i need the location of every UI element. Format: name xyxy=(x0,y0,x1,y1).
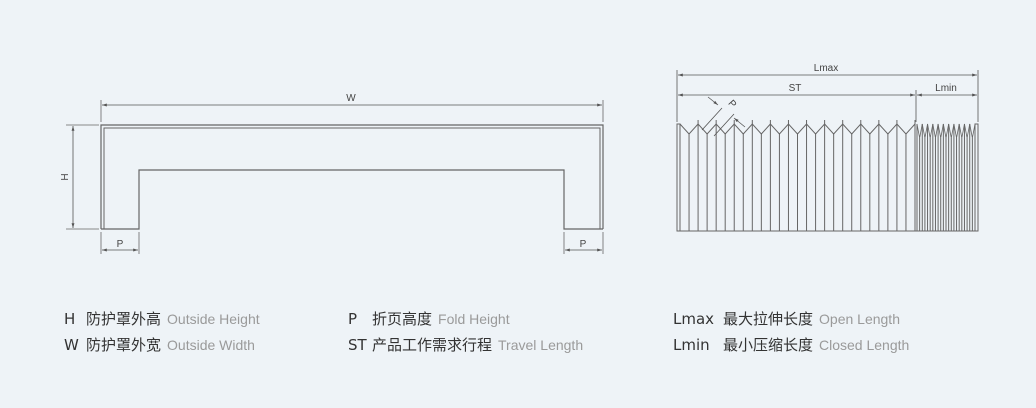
legend-en: Fold Height xyxy=(438,311,510,327)
legend-row-st: ST 产品工作需求行程 Travel Length xyxy=(348,332,583,358)
p-left-label: P xyxy=(117,239,124,250)
cross-section-diagram xyxy=(66,100,604,254)
compressed-pleat-profile xyxy=(916,123,976,139)
lmax-label: Lmax xyxy=(814,63,838,74)
legend-symbol: H xyxy=(64,310,76,328)
outer-profile xyxy=(100,124,604,229)
legend-en: Outside Height xyxy=(167,311,260,327)
p-diag-arrow-b xyxy=(733,117,746,128)
legend-en: Open Length xyxy=(819,311,900,327)
legend-symbol: P xyxy=(348,310,358,328)
legend-cn: 最大拉伸长度 xyxy=(723,310,814,328)
legend-row-w: W 防护罩外宽 Outside Width xyxy=(64,332,260,358)
inner-step xyxy=(101,169,603,230)
legend-symbol: ST xyxy=(348,336,367,354)
legend-cn: 产品工作需求行程 xyxy=(372,336,493,354)
bellows-diagram xyxy=(676,120,979,232)
legend-cn: 防护罩外高 xyxy=(86,310,162,328)
p-diag-ext-a xyxy=(701,107,723,131)
p-right-label: P xyxy=(580,239,587,250)
expanded-pleat-profile xyxy=(679,123,916,135)
bellows-dimensions xyxy=(676,70,979,137)
h-label: H xyxy=(60,173,71,180)
p-diag-label: P xyxy=(726,98,739,111)
legend-en: Travel Length xyxy=(498,337,584,353)
legend-col-3: Lmax 最大拉伸长度 Open Length Lmin 最小压缩长度 Closed L… xyxy=(673,306,909,358)
legend-row-lmax: Lmax 最大拉伸长度 Open Length xyxy=(673,306,909,332)
legend-symbol: Lmin xyxy=(673,336,710,354)
inner-profile xyxy=(103,127,601,229)
legend-cn: 最小压缩长度 xyxy=(723,336,814,354)
legend-row-lmin: Lmin 最小压缩长度 Closed Length xyxy=(673,332,909,358)
lmin-label: Lmin xyxy=(935,83,957,94)
legend-symbol: Lmax xyxy=(673,310,715,328)
legend-symbol: W xyxy=(64,336,79,354)
legend-en: Closed Length xyxy=(819,337,910,353)
legend-cn: 防护罩外宽 xyxy=(86,336,162,354)
st-label: ST xyxy=(789,83,802,94)
legend-row-h: H 防护罩外高 Outside Height xyxy=(64,306,260,332)
w-label: W xyxy=(346,93,356,104)
legend-row-p: P 折页高度 Fold Height xyxy=(348,306,583,332)
legend-cn: 折页高度 xyxy=(372,310,433,328)
p-diag-ext-b xyxy=(713,113,735,137)
legend-col-1: H 防护罩外高 Outside Height W 防护罩外宽 Outside Width xyxy=(64,306,260,358)
p-diag-arrow-a xyxy=(707,96,719,106)
legend-en: Outside Width xyxy=(167,337,255,353)
legend-col-2: P 折页高度 Fold Height ST 产品工作需求行程 Travel Length xyxy=(348,306,583,358)
